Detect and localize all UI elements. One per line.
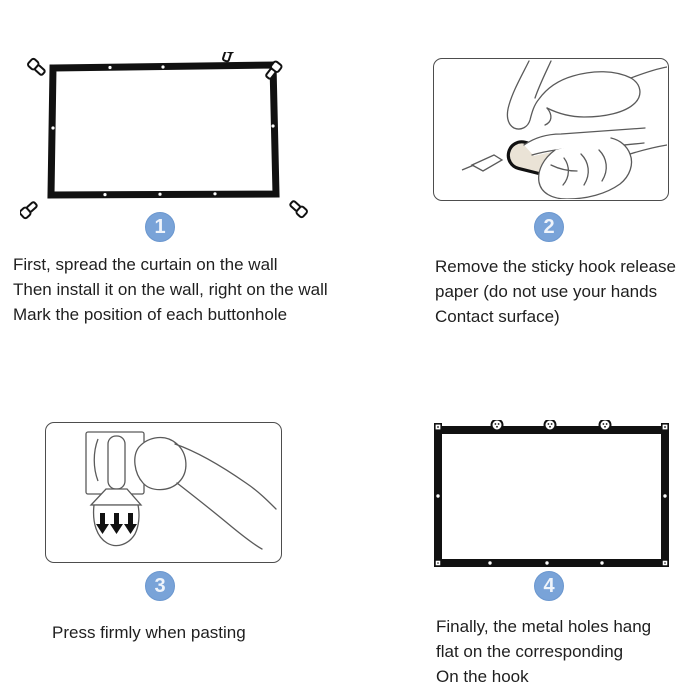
step-2-caption-line-3: Contact surface): [435, 307, 560, 326]
step-1-caption-line-3: Mark the position of each buttonhole: [13, 305, 288, 324]
step-4-caption-line-3: On the hook: [436, 667, 529, 686]
step-1-caption: First, spread the curtain on the wall Th…: [13, 252, 328, 327]
step-2-number: 2: [543, 216, 555, 238]
step-4-caption-line-1: Finally, the metal holes hang: [436, 617, 652, 636]
step-2-caption: Remove the sticky hook release paper (do…: [435, 254, 676, 329]
step-3-caption: Press firmly when pasting: [52, 620, 246, 645]
bottom-hand: [523, 127, 667, 199]
press-down-arrows: [96, 513, 137, 534]
step-3-badge: 3: [145, 571, 175, 601]
screen-frame: [434, 426, 669, 567]
step-4-caption-line-2: flat on the corresponding: [436, 642, 624, 661]
step-3-number: 3: [154, 575, 166, 597]
step-2-caption-line-1: Remove the sticky hook release: [435, 257, 676, 276]
hook-pin: [461, 154, 504, 172]
curtain-spread-icon: [20, 52, 309, 220]
hanging-knob-icons: [490, 420, 612, 432]
step-4-number: 4: [543, 575, 555, 597]
top-hand: [506, 60, 667, 130]
pressing-finger: [134, 436, 277, 550]
screen-frame: [47, 61, 280, 199]
screen-hung-icon: [433, 420, 670, 567]
step-2-illustration-panel: [433, 58, 669, 201]
grommet-holes: [51, 65, 275, 197]
corner-nub-icons: [433, 422, 670, 567]
step-1-caption-line-1: First, spread the curtain on the wall: [13, 255, 278, 274]
step-3-illustration-panel: [45, 422, 282, 563]
step-1-number: 1: [154, 216, 166, 238]
press-hook-icon: [85, 431, 277, 550]
step-4-caption: Finally, the metal holes hang flat on th…: [436, 614, 651, 689]
grommet-holes: [436, 494, 667, 565]
step-1-caption-line-2: Then install it on the wall, right on th…: [13, 280, 328, 299]
step-4-badge: 4: [534, 571, 564, 601]
step-3-caption-line-1: Press firmly when pasting: [52, 623, 246, 642]
step-2-badge: 2: [534, 212, 564, 242]
step-2-caption-line-2: paper (do not use your hands: [435, 282, 658, 301]
peel-release-paper-icon: [461, 60, 667, 199]
step-1-badge: 1: [145, 212, 175, 242]
